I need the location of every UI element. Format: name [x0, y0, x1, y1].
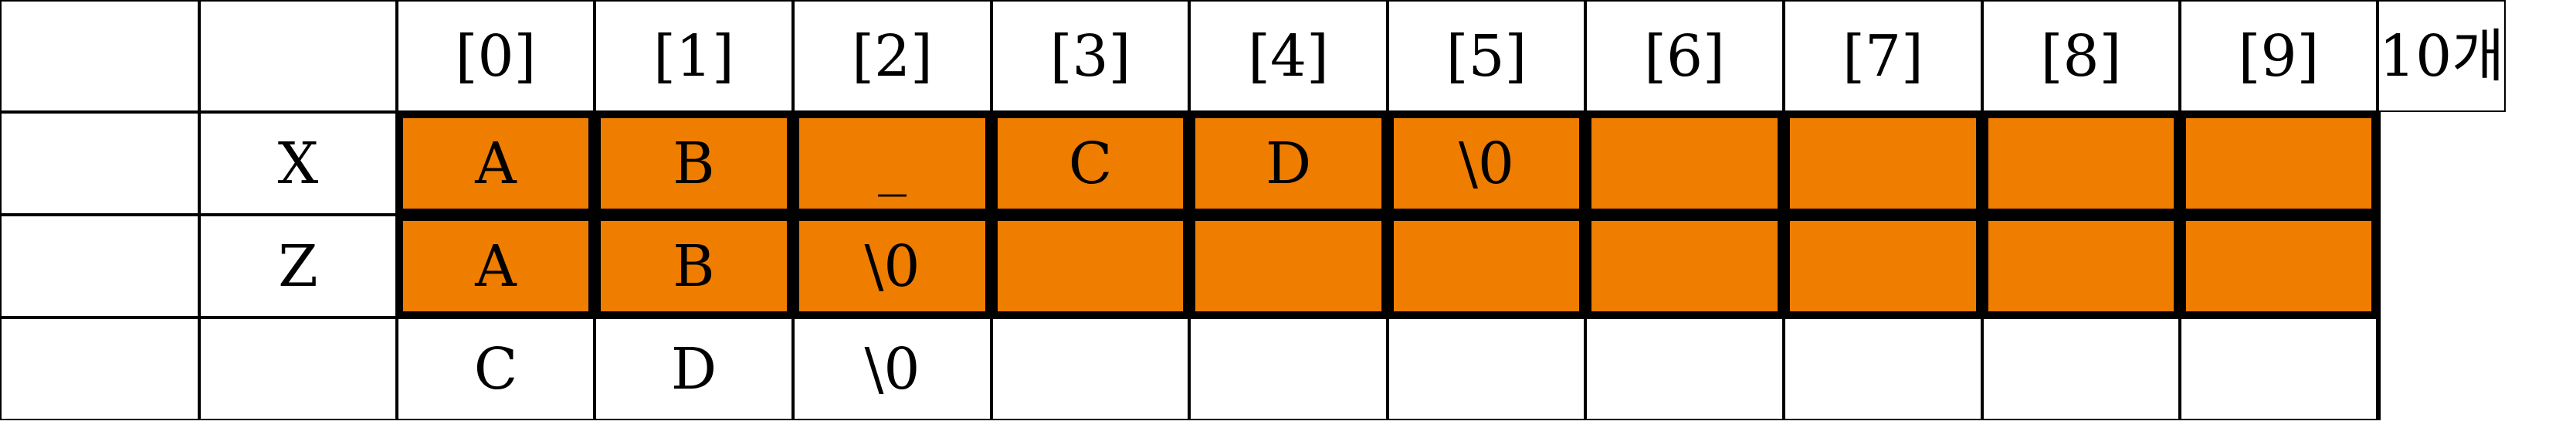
array-cell-x-6	[1585, 112, 1784, 215]
index-header-7-text: [7]	[1842, 22, 1924, 90]
array-cell-x-0-text: A	[475, 130, 517, 197]
array-cell-z-6	[1585, 215, 1784, 318]
array-cell-z-0: A	[397, 215, 595, 318]
blank-cell	[0, 318, 199, 420]
array-cell-z-4	[1189, 215, 1388, 318]
array-cell-z-1-text: B	[673, 233, 715, 300]
index-header-5: [5]	[1388, 0, 1585, 112]
overflow-cell-8	[1982, 318, 2180, 420]
overflow-cell-4	[1189, 318, 1388, 420]
array-cell-z-7	[1784, 215, 1982, 318]
blank-cell	[2378, 318, 2381, 420]
array-cell-z-5	[1388, 215, 1585, 318]
index-header-9-text: [9]	[2238, 22, 2320, 90]
row-label-x-text: X	[277, 130, 319, 197]
index-header-8-text: [8]	[2040, 22, 2122, 90]
overflow-cell-1: D	[595, 318, 793, 420]
overflow-cell-5	[1388, 318, 1585, 420]
array-cell-z-2: \0	[793, 215, 991, 318]
overflow-cell-2: \0	[793, 318, 991, 420]
array-cell-x-3-text: C	[1068, 130, 1113, 197]
array-cell-x-5-text: \0	[1458, 130, 1514, 197]
row-label-z-text: Z	[278, 233, 318, 300]
blank-cell	[0, 215, 199, 318]
array-cell-x-0: A	[397, 112, 595, 215]
index-header-1: [1]	[595, 0, 793, 112]
index-header-4-text: [4]	[1248, 22, 1329, 90]
array-cell-z-1: B	[595, 215, 793, 318]
array-cell-x-8	[1982, 112, 2180, 215]
array-cell-z-2-text: \0	[864, 233, 920, 300]
index-header-2-text: [2]	[852, 22, 933, 90]
index-header-1-text: [1]	[653, 22, 734, 90]
index-header-7: [7]	[1784, 0, 1982, 112]
index-header-6-text: [6]	[1644, 22, 1725, 90]
index-header-8: [8]	[1982, 0, 2180, 112]
overflow-cell-1-text: D	[670, 335, 717, 403]
blank-cell	[0, 112, 199, 215]
blank-cell	[199, 0, 397, 112]
array-cell-x-5: \0	[1388, 112, 1585, 215]
array-cell-x-2-text: _	[878, 130, 907, 197]
array-cell-x-7	[1784, 112, 1982, 215]
array-cell-x-3: C	[991, 112, 1189, 215]
array-cell-x-2: _	[793, 112, 991, 215]
index-header-3: [3]	[991, 0, 1189, 112]
overflow-cell-9	[2180, 318, 2378, 420]
blank-cell	[199, 318, 397, 420]
index-header-9: [9]	[2180, 0, 2378, 112]
overflow-cell-0: C	[397, 318, 595, 420]
overflow-cell-0-text: C	[473, 335, 518, 403]
array-cell-z-9	[2180, 215, 2378, 318]
index-header-6: [6]	[1585, 0, 1784, 112]
array-cell-z-0-text: A	[475, 233, 517, 300]
array-cell-x-1-text: B	[673, 130, 715, 197]
size-note: 10개	[2378, 0, 2507, 112]
blank-cell	[2378, 112, 2381, 215]
array-cell-z-3	[991, 215, 1189, 318]
size-note-text: 10개	[2379, 22, 2505, 90]
index-header-5-text: [5]	[1446, 22, 1527, 90]
row-label-x: X	[199, 112, 397, 215]
array-cell-x-9	[2180, 112, 2378, 215]
overflow-cell-7	[1784, 318, 1982, 420]
index-header-4: [4]	[1189, 0, 1388, 112]
array-cell-z-8	[1982, 215, 2180, 318]
row-label-z: Z	[199, 215, 397, 318]
overflow-cell-6	[1585, 318, 1784, 420]
array-cell-x-4-text: D	[1265, 130, 1312, 197]
array-cell-x-4: D	[1189, 112, 1388, 215]
overflow-cell-2-text: \0	[864, 335, 920, 403]
index-header-2: [2]	[793, 0, 991, 112]
array-cell-x-1: B	[595, 112, 793, 215]
overflow-cell-3	[991, 318, 1189, 420]
index-header-3-text: [3]	[1049, 22, 1131, 90]
blank-cell	[2378, 215, 2381, 318]
index-header-0: [0]	[397, 0, 595, 112]
index-header-0-text: [0]	[455, 22, 537, 90]
blank-cell	[0, 0, 199, 112]
